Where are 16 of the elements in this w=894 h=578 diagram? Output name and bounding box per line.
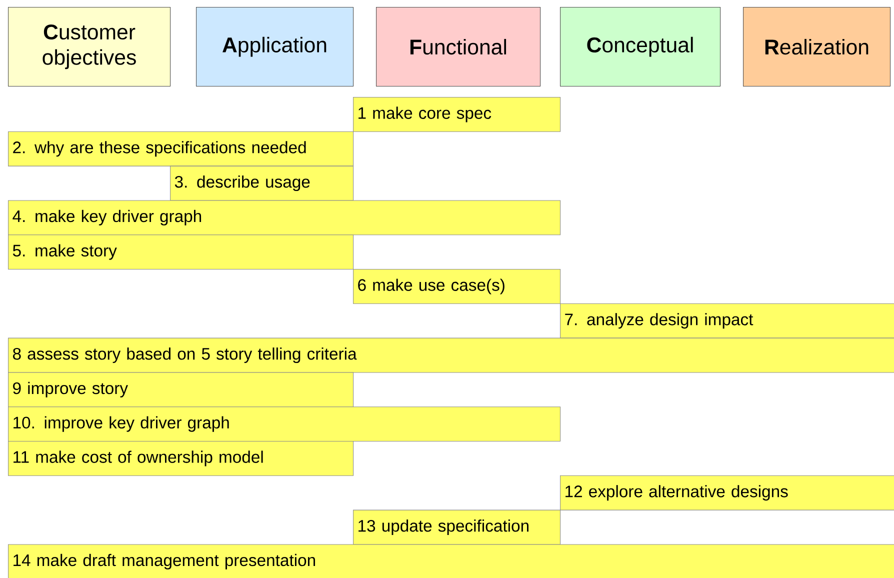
task-bar: 11 make cost of ownership model (8, 441, 354, 476)
task-bar: 1 make core spec (353, 97, 561, 132)
task-bar: 6 make use case(s) (353, 269, 561, 304)
column-header: Functional (376, 7, 541, 87)
task-bar: 12 explore alternative designs (560, 475, 894, 510)
task-bar: 2. why are these specifications needed (8, 131, 354, 166)
task-bar: 13 update specification (353, 510, 561, 545)
column-header: Customer objectives (8, 7, 171, 87)
column-header: Application (196, 7, 354, 87)
task-bar: 10. improve key driver graph (8, 406, 561, 442)
column-header: Conceptual (560, 7, 721, 87)
task-bar: 5. make story (8, 234, 354, 270)
column-header: Realization (743, 7, 891, 87)
task-bar: 3. describe usage (170, 166, 354, 201)
task-bar: 7. analyze design impact (560, 303, 894, 338)
task-bar: 9 improve story (8, 372, 354, 408)
